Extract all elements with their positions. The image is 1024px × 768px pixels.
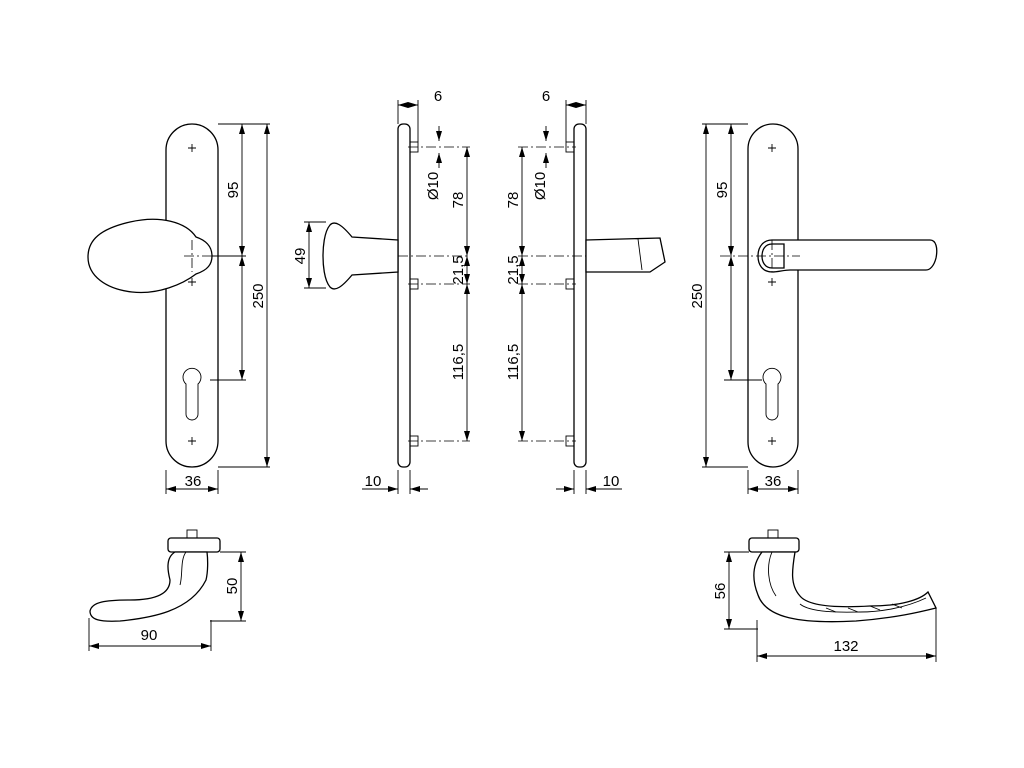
dim-diameter-10-right: Ø10	[532, 172, 549, 200]
dim-132: 132	[833, 638, 858, 655]
dim-95-left: 95	[225, 182, 242, 199]
screw-holes-right	[565, 141, 575, 447]
screw-holes-left	[409, 141, 419, 447]
dim-90: 90	[141, 627, 158, 644]
front-view-right: 95 250 36	[689, 123, 938, 494]
keyhole-cutout-right	[762, 367, 782, 421]
dim-50: 50	[224, 578, 241, 595]
rose-top-left	[167, 537, 221, 553]
dim-78-right: 78	[505, 192, 522, 209]
dim-250-right: 250	[689, 283, 706, 308]
plate-side-right	[573, 123, 587, 468]
plate-side	[397, 123, 411, 468]
backplate-outline	[165, 123, 219, 468]
dim-78-left: 78	[450, 192, 467, 209]
dim-diameter-10-left: Ø10	[425, 172, 442, 200]
dim-6-left: 6	[434, 88, 442, 105]
side-view-left: 49 78 21,5 116,5 Ø10 6 10	[292, 88, 470, 494]
front-view-left: 95 250 36	[87, 123, 270, 494]
knob-side	[322, 222, 399, 290]
screw-marks	[188, 144, 196, 445]
knob-top-view: 50 90	[88, 529, 246, 651]
dim-250-left: 250	[250, 283, 267, 308]
dim-10-right: 10	[603, 473, 620, 490]
dim-49: 49	[292, 248, 309, 265]
dim-6-right: 6	[542, 88, 550, 105]
rose-top-right	[748, 537, 800, 553]
keyhole-cutout	[182, 367, 202, 421]
screw-marks-right	[768, 144, 776, 445]
dim-36-right: 36	[765, 473, 782, 490]
dim-95-right: 95	[714, 182, 731, 199]
lever-side	[585, 237, 666, 273]
dim-116-5-left: 116,5	[450, 344, 467, 380]
dim-36-left: 36	[185, 473, 202, 490]
knob-handle-top	[89, 551, 209, 622]
dim-10-left: 10	[365, 473, 382, 490]
side-view-right: 78 21,5 116,5 Ø10 6 10	[505, 88, 666, 494]
lever-top-view: 56 132	[712, 529, 937, 662]
dim-21-5-right: 21,5	[505, 255, 522, 284]
dim-21-5-left: 21,5	[450, 255, 467, 284]
dim-56: 56	[712, 583, 729, 600]
backplate-outline-right	[747, 123, 799, 468]
dim-116-5-right: 116,5	[505, 344, 522, 380]
lever-front	[757, 239, 938, 273]
lever-handle-top	[753, 551, 937, 623]
